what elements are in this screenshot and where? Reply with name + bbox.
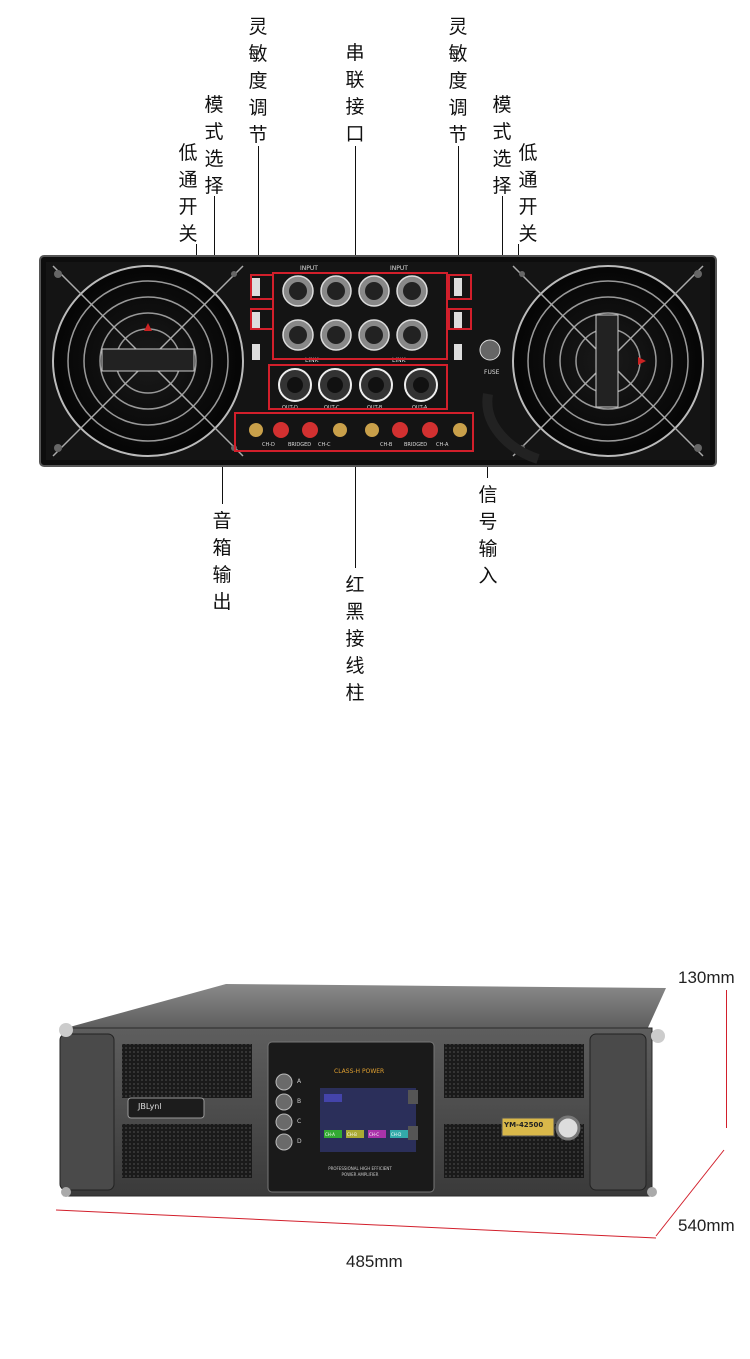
leader-sens-right [458,146,459,282]
amplifier-front-view [59,984,666,1197]
channel-label-c: CH-C [369,1132,380,1137]
model-label: YM-42500 [504,1121,544,1129]
brand-badge: JBLynl [138,1102,162,1111]
dimension-width: 485mm [346,1252,403,1271]
display-brand: CLASS-H POWER [334,1068,385,1075]
knob-label-c: C [297,1118,302,1125]
knob-label-d: D [297,1138,302,1145]
dim-line-height [726,990,727,1128]
leader-series [355,146,356,264]
highlight-binding-posts [234,412,474,452]
leader-sens-left [258,146,259,282]
left-fan-grille [52,265,244,457]
label-series-interface: 串联接口 [345,42,365,145]
channel-label-b: CH-B [347,1132,357,1137]
bridged-left-text: BRIDGED [288,442,312,448]
label-binding-posts: 红黑接线柱 [345,574,365,704]
label-lowpass-left: 低通开关 [178,142,198,245]
input-right-text: INPUT [390,265,408,272]
knob-label-b: B [297,1098,302,1105]
label-sensitivity-right: 灵敏度调节 [448,16,468,146]
highlight-switch-left-mid [250,308,274,330]
label-lowpass-right: 低通开关 [518,142,538,245]
ch-c-text: CH-C [318,442,331,448]
leader-binding-posts [355,452,356,568]
dim-line-depth [655,1149,725,1237]
knob-label-a: A [297,1078,302,1085]
link-left-text: LINK [305,357,319,364]
dimension-height: 130mm [678,968,735,987]
rear-chassis [39,255,717,467]
highlight-speaker-outputs [268,364,448,410]
highlight-switch-right-top [448,274,472,300]
ch-d-text: CH-D [262,442,275,448]
link-right-text: LINK [392,357,406,364]
highlight-input-connectors [272,272,448,360]
label-mode-left: 模式选择 [204,94,224,197]
highlight-switch-right-mid [448,308,472,330]
input-left-text: INPUT [300,265,318,272]
label-speaker-output: 音箱输出 [212,510,232,613]
right-fan-grille [512,265,704,457]
display-caption: PROFESSIONAL HIGH EFFICIENT POWER AMPLIF… [328,1166,392,1177]
highlight-switch-left-top [250,274,274,300]
fuse-text: FUSE [484,369,500,376]
label-mode-right: 模式选择 [492,94,512,197]
dim-line-width [55,1209,657,1239]
label-signal-input: 信号输入 [478,484,498,587]
channel-label-d: CH-D [391,1132,402,1137]
bridged-right-text: BRIDGED [404,442,428,448]
ch-a-text: CH-A [436,442,449,448]
dimension-depth: 540mm [678,1216,735,1235]
label-sensitivity-left: 灵敏度调节 [248,16,268,146]
channel-label-a: CH-A [325,1132,335,1137]
ch-b-text: CH-B [380,442,393,448]
